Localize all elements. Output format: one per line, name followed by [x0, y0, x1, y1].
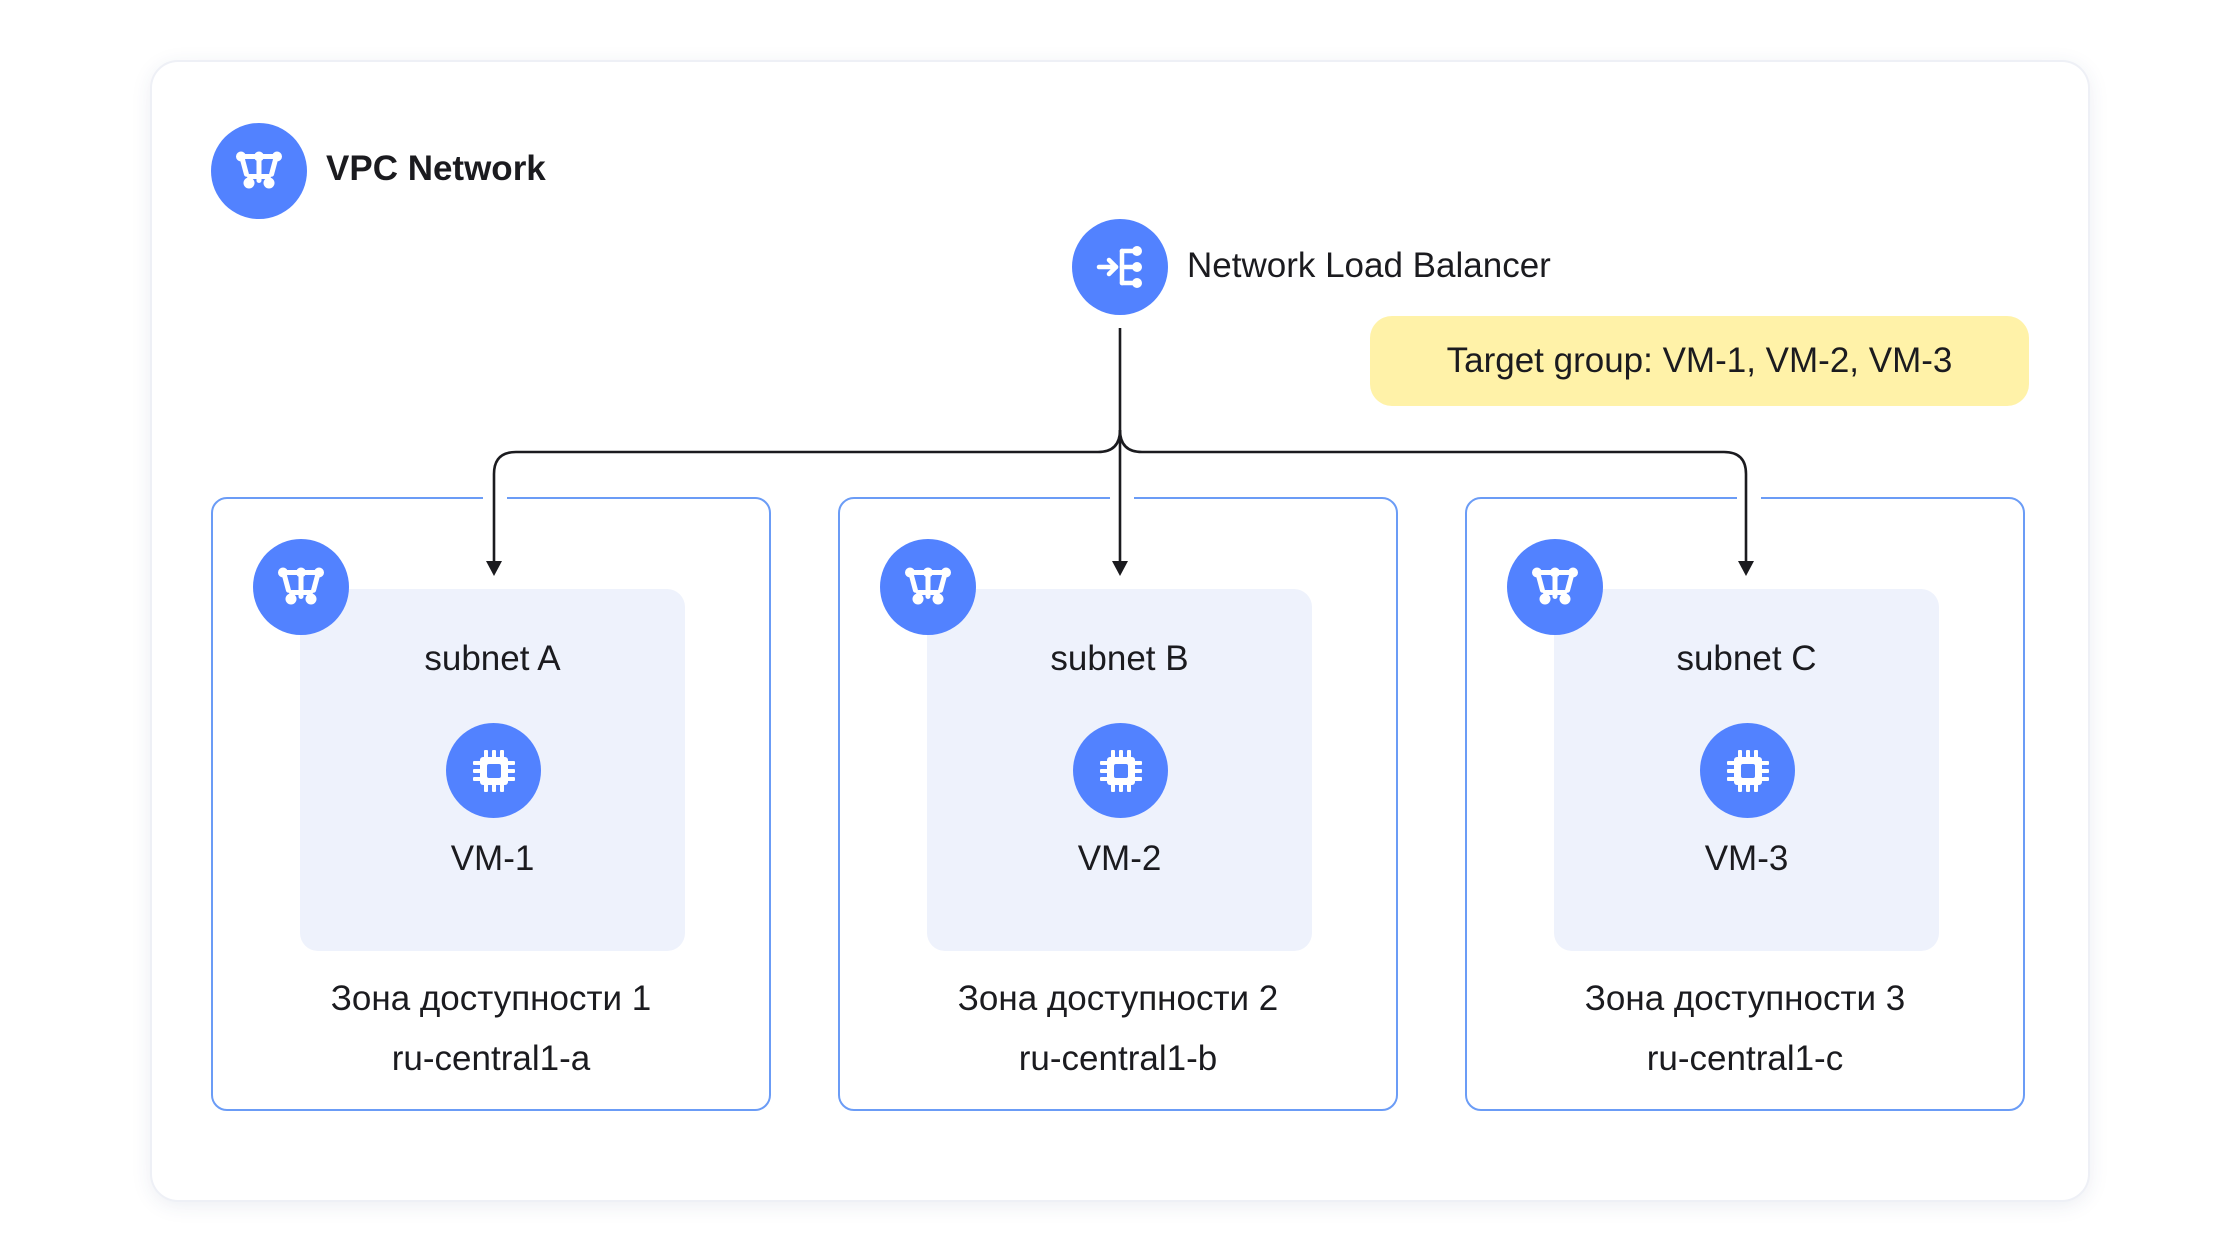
subnet-network-icon	[1507, 539, 1603, 635]
subnet-network-icon	[253, 539, 349, 635]
subnet-c-box: subnet C	[1554, 589, 1939, 951]
zone-1-id: ru-central1-a	[391, 1039, 591, 1078]
zone-3-name: Зона доступности 3	[1584, 979, 1906, 1018]
zone-2-id: ru-central1-b	[1018, 1039, 1218, 1078]
subnet-b-box: subnet B	[927, 589, 1312, 951]
availability-zone-a: subnet A	[211, 495, 771, 1111]
zone-border-gap	[1737, 495, 1761, 503]
target-group-badge: Target group: VM-1, VM-2, VM-3	[1370, 316, 2029, 406]
vpc-network-title: VPC Network	[326, 149, 546, 188]
subnet-b-label: subnet B	[1050, 639, 1189, 678]
vm-1-label: VM-1	[450, 839, 535, 878]
zone-1-name: Зона доступности 1	[330, 979, 652, 1018]
zone-border-gap	[483, 495, 507, 503]
subnet-a-label: subnet A	[424, 639, 561, 678]
load-balancer-title: Network Load Balancer	[1187, 246, 1551, 285]
zone-border-gap	[1110, 495, 1134, 503]
vm-2-label: VM-2	[1077, 839, 1162, 878]
vm-cpu-icon	[1073, 723, 1168, 818]
subnet-network-icon	[880, 539, 976, 635]
vm-cpu-icon	[1700, 723, 1795, 818]
vm-3-label: VM-3	[1704, 839, 1789, 878]
availability-zone-b: subnet B	[838, 495, 1398, 1111]
load-balancer-icon	[1072, 219, 1168, 315]
zone-3-id: ru-central1-c	[1646, 1039, 1844, 1078]
vm-cpu-icon	[446, 723, 541, 818]
subnet-a-box: subnet A	[300, 589, 685, 951]
vpc-network-icon	[211, 123, 307, 219]
zone-2-name: Зона доступности 2	[957, 979, 1279, 1018]
availability-zone-c: subnet C	[1465, 495, 2025, 1111]
target-group-label: Target group: VM-1, VM-2, VM-3	[1446, 341, 1953, 380]
subnet-c-label: subnet C	[1676, 639, 1817, 678]
